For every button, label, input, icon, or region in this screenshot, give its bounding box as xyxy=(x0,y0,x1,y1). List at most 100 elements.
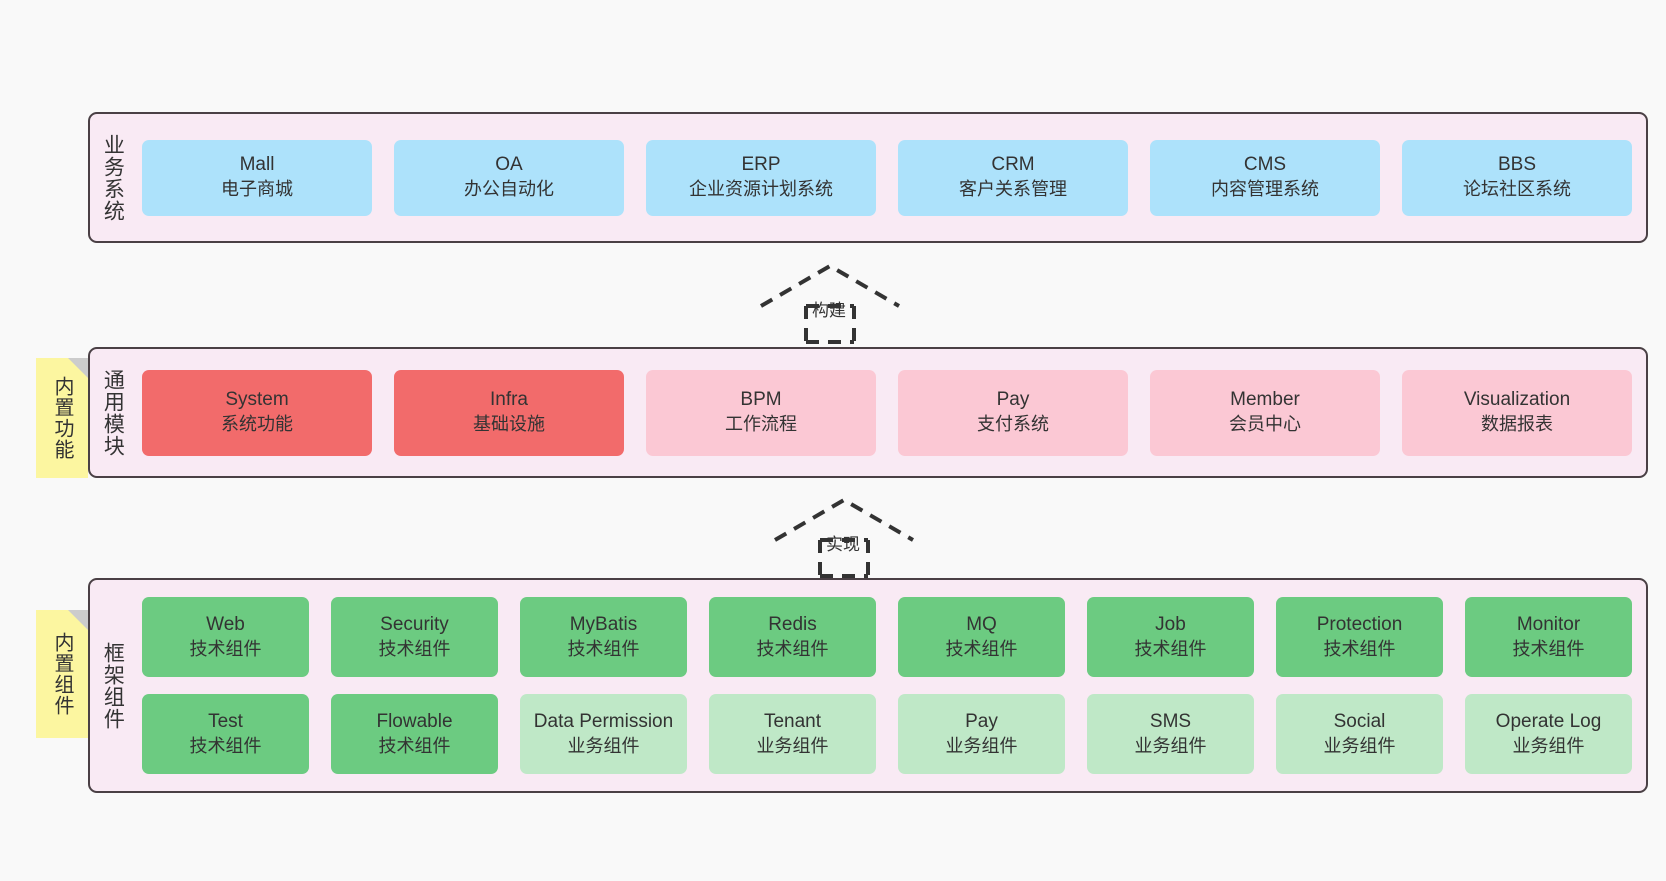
module-name-en: CMS xyxy=(1243,154,1287,176)
layer-title-business-system: 业务系统 xyxy=(101,133,125,222)
component-name-en: Social xyxy=(1333,710,1386,732)
module-card-mall[interactable]: Mall 电子商城 xyxy=(142,139,372,216)
layer-title-common-module: 通用模块 xyxy=(101,368,125,457)
module-name-cn: 支付系统 xyxy=(977,414,1049,435)
connector-implement: 实现 xyxy=(771,496,917,578)
component-name-en: MyBatis xyxy=(569,613,638,635)
component-name-cn: 业务组件 xyxy=(756,735,829,756)
component-name-cn: 业务组件 xyxy=(945,735,1018,756)
component-name-en: Operate Log xyxy=(1495,710,1602,732)
module-name-cn: 工作流程 xyxy=(725,414,797,435)
component-name-en: Flowable xyxy=(376,710,453,732)
module-card-cms[interactable]: CMS 内容管理系统 xyxy=(1150,139,1380,216)
component-card-mybatis[interactable]: MyBatis 技术组件 xyxy=(520,597,687,677)
layer-framework-component: 框架组件 Web 技术组件 Security 技术组件 MyBatis 技术组件… xyxy=(88,578,1648,793)
module-card-member[interactable]: Member 会员中心 xyxy=(1150,369,1380,456)
component-name-en: SMS xyxy=(1149,710,1192,732)
component-card-security[interactable]: Security 技术组件 xyxy=(331,597,498,677)
component-name-en: Monitor xyxy=(1516,613,1581,635)
module-name-cn: 系统功能 xyxy=(221,414,293,435)
component-name-cn: 技术组件 xyxy=(189,735,262,756)
module-name-en: ERP xyxy=(741,154,781,176)
component-card-pay[interactable]: Pay 业务组件 xyxy=(898,694,1065,774)
module-row: Mall 电子商城 OA 办公自动化 ERP 企业资源计划系统 CRM 客户关系… xyxy=(142,139,1632,216)
framework-row-business: Test 技术组件 Flowable 技术组件 Data Permission … xyxy=(142,694,1632,774)
module-name-en: BBS xyxy=(1497,154,1537,176)
layer-body-common-module: System 系统功能 Infra 基础设施 BPM 工作流程 Pay 支付系统… xyxy=(134,349,1646,476)
component-name-cn: 技术组件 xyxy=(378,735,451,756)
component-name-cn: 业务组件 xyxy=(1323,735,1396,756)
module-name-en: BPM xyxy=(740,389,782,411)
module-name-cn: 会员中心 xyxy=(1229,414,1301,435)
note-label: 内置功能 xyxy=(51,376,73,460)
component-name-en: MQ xyxy=(966,613,997,635)
layer-body-business-system: Mall 电子商城 OA 办公自动化 ERP 企业资源计划系统 CRM 客户关系… xyxy=(134,114,1646,241)
module-name-cn: 数据报表 xyxy=(1481,414,1553,435)
component-name-cn: 技术组件 xyxy=(945,638,1018,659)
module-card-bpm[interactable]: BPM 工作流程 xyxy=(646,369,876,456)
framework-row-tech: Web 技术组件 Security 技术组件 MyBatis 技术组件 Redi… xyxy=(142,597,1632,677)
note-builtin-component: 内置组件 xyxy=(36,610,88,738)
module-card-crm[interactable]: CRM 客户关系管理 xyxy=(898,139,1128,216)
module-name-en: Mall xyxy=(239,154,275,176)
module-name-cn: 企业资源计划系统 xyxy=(689,179,833,200)
module-card-infra[interactable]: Infra 基础设施 xyxy=(394,369,624,456)
module-card-oa[interactable]: OA 办公自动化 xyxy=(394,139,624,216)
component-card-job[interactable]: Job 技术组件 xyxy=(1087,597,1254,677)
component-name-en: Web xyxy=(206,613,245,635)
component-name-cn: 业务组件 xyxy=(1512,735,1585,756)
connector-label-implement: 实现 xyxy=(826,535,860,554)
module-name-cn: 客户关系管理 xyxy=(959,179,1067,200)
component-name-cn: 技术组件 xyxy=(1134,638,1207,659)
module-card-visualization[interactable]: Visualization 数据报表 xyxy=(1402,369,1632,456)
module-name-cn: 基础设施 xyxy=(473,414,545,435)
component-card-protection[interactable]: Protection 技术组件 xyxy=(1276,597,1443,677)
module-card-pay[interactable]: Pay 支付系统 xyxy=(898,369,1128,456)
component-name-cn: 技术组件 xyxy=(378,638,451,659)
component-card-data-permission[interactable]: Data Permission 业务组件 xyxy=(520,694,687,774)
note-builtin-function: 内置功能 xyxy=(36,358,88,478)
module-name-cn: 内容管理系统 xyxy=(1211,179,1319,200)
module-name-cn: 论坛社区系统 xyxy=(1463,179,1571,200)
module-name-en: OA xyxy=(495,154,523,176)
note-label: 内置组件 xyxy=(51,632,73,716)
component-name-en: Job xyxy=(1155,613,1186,635)
module-card-system[interactable]: System 系统功能 xyxy=(142,369,372,456)
component-card-redis[interactable]: Redis 技术组件 xyxy=(709,597,876,677)
component-name-cn: 技术组件 xyxy=(1512,638,1585,659)
component-name-en: Redis xyxy=(768,613,817,635)
layer-body-framework-component: Web 技术组件 Security 技术组件 MyBatis 技术组件 Redi… xyxy=(134,580,1646,791)
module-name-en: CRM xyxy=(991,154,1035,176)
component-card-flowable[interactable]: Flowable 技术组件 xyxy=(331,694,498,774)
component-name-cn: 技术组件 xyxy=(189,638,262,659)
component-name-en: Data Permission xyxy=(533,710,674,732)
module-card-erp[interactable]: ERP 企业资源计划系统 xyxy=(646,139,876,216)
component-card-operate-log[interactable]: Operate Log 业务组件 xyxy=(1465,694,1632,774)
module-name-cn: 办公自动化 xyxy=(464,179,554,200)
component-name-en: Tenant xyxy=(763,710,822,732)
component-name-cn: 技术组件 xyxy=(1323,638,1396,659)
module-name-en: System xyxy=(225,389,289,411)
component-card-tenant[interactable]: Tenant 业务组件 xyxy=(709,694,876,774)
layer-business-system: 业务系统 Mall 电子商城 OA 办公自动化 ERP 企业资源计划系统 CRM… xyxy=(88,112,1648,243)
module-name-en: Pay xyxy=(996,389,1030,411)
layer-title-framework-component: 框架组件 xyxy=(101,641,125,730)
connector-label-build: 构建 xyxy=(812,301,846,320)
component-card-monitor[interactable]: Monitor 技术组件 xyxy=(1465,597,1632,677)
component-name-en: Test xyxy=(208,710,243,732)
component-card-test[interactable]: Test 技术组件 xyxy=(142,694,309,774)
component-name-cn: 业务组件 xyxy=(1134,735,1207,756)
component-name-en: Protection xyxy=(1316,613,1403,635)
component-card-social[interactable]: Social 业务组件 xyxy=(1276,694,1443,774)
component-card-mq[interactable]: MQ 技术组件 xyxy=(898,597,1065,677)
layer-common-module: 通用模块 System 系统功能 Infra 基础设施 BPM 工作流程 Pay… xyxy=(88,347,1648,478)
module-card-bbs[interactable]: BBS 论坛社区系统 xyxy=(1402,139,1632,216)
component-card-web[interactable]: Web 技术组件 xyxy=(142,597,309,677)
component-name-en: Security xyxy=(380,613,449,635)
component-name-cn: 技术组件 xyxy=(756,638,829,659)
module-name-cn: 电子商城 xyxy=(221,179,293,200)
component-card-sms[interactable]: SMS 业务组件 xyxy=(1087,694,1254,774)
module-name-en: Member xyxy=(1230,389,1300,411)
module-name-en: Infra xyxy=(489,389,529,411)
